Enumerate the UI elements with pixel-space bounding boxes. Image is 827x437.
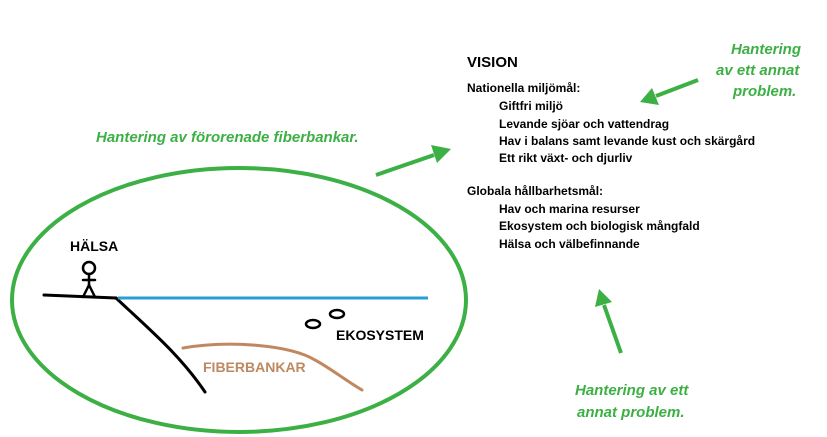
annotation-top-right-line: problem. (733, 83, 797, 100)
organism-icon (304, 318, 322, 330)
vision-title: VISION (467, 54, 518, 71)
annotation-main: Hantering av förorenade fiberbankar. (96, 129, 359, 146)
national-goal-item: Ett rikt växt- och djurliv (499, 151, 633, 165)
label-ekosystem: EKOSYSTEM (336, 327, 424, 343)
annotation-top-right-line: av ett annat (716, 62, 800, 79)
national-goal-item: Giftfri miljö (499, 99, 563, 113)
fiberbank-shape (181, 342, 364, 392)
ground-line (42, 293, 118, 300)
global-goals-heading: Globala hållbarhetsmål: (467, 184, 604, 198)
arrow-top-right (640, 78, 699, 105)
global-goal-item: Ekosystem och biologisk mångfald (499, 219, 700, 233)
organism-icon (328, 308, 346, 320)
annotation-bottom-right-line: Hantering av ett (575, 382, 689, 399)
national-goals-heading: Nationella miljömål: (467, 81, 581, 95)
national-goal-item: Hav i balans samt levande kust och skärg… (499, 134, 756, 148)
scene-ellipse (10, 166, 468, 434)
national-goal-item: Levande sjöar och vattendrag (499, 117, 670, 131)
label-halsa: HÄLSA (70, 238, 119, 254)
annotation-top-right-line: Hantering (731, 41, 802, 58)
global-goal-item: Hav och marina resurser (499, 202, 640, 216)
global-goal-item: Hälsa och välbefinnande (499, 237, 640, 251)
annotation-bottom-right-line: annat problem. (577, 404, 685, 421)
person-icon (81, 260, 97, 299)
lake-slope (114, 296, 207, 394)
arrow-bottom-right (595, 289, 623, 354)
label-fiberbankar: FIBERBANKAR (203, 359, 306, 375)
arrow-main (375, 145, 451, 177)
